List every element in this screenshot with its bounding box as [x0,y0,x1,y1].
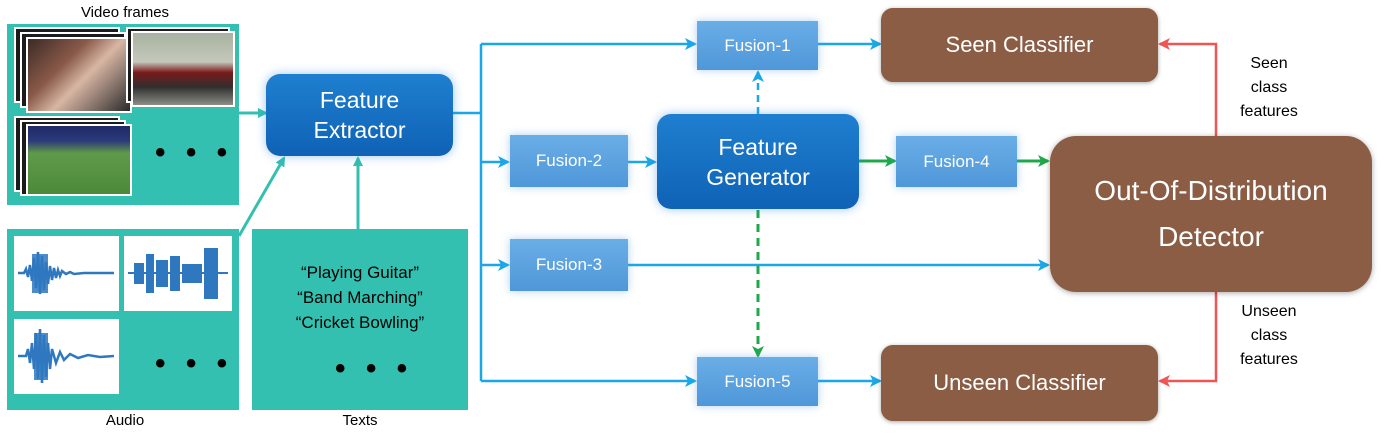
texts-label: Texts [342,412,378,429]
feature-generator-node: Feature Generator [657,114,859,209]
audio-waveform [124,236,232,311]
edge-label-line: Unseen [1241,303,1297,320]
texts-list: “Playing Guitar” “Band Marching” “Cricke… [252,260,468,335]
edge-label-line: features [1240,351,1298,368]
fusion-3-node: Fusion-3 [510,239,628,291]
audio-panel: • • • [7,229,239,410]
feature-generator-label: Feature Generator [706,133,810,190]
seen-class-features-label: Seen class features [1224,52,1314,124]
ood-detector-node: Out-Of-Distribution Detector [1050,136,1372,292]
texts-panel [252,229,468,410]
video-ellipsis: • • • [155,136,234,169]
video-frame-guitar [26,37,132,113]
edge-label-line: class [1250,79,1288,96]
texts-ellipsis: • • • [335,352,414,385]
fusion-1-node: Fusion-1 [697,21,818,70]
audio-label: Audio [105,412,145,429]
feature-extractor-node: Feature Extractor [266,74,453,156]
seen-classifier-node: Seen Classifier [881,8,1158,82]
edge-label-line: features [1240,103,1298,120]
fusion-2-node: Fusion-2 [510,135,628,187]
video-frames-label: Video frames [80,4,170,21]
ood-detector-label-line2: Detector [1158,221,1264,252]
text-sample: “Cricket Bowling” [295,313,425,332]
audio-ellipsis: • • • [155,347,234,380]
text-sample: “Playing Guitar” [300,263,420,282]
ood-to-unseen-arrow [1158,292,1218,387]
video-frames-panel: • • • [7,24,239,205]
unseen-class-features-label: Unseen class features [1224,300,1314,372]
text-sample: “Band Marching” [297,288,423,307]
edge-label-line: class [1250,327,1288,344]
fusion-5-node: Fusion-5 [697,357,818,406]
ood-to-seen-arrow [1158,38,1218,136]
video-frame-cricket [26,124,132,196]
edge-label-line: Seen [1250,55,1288,72]
fusion-4-node: Fusion-4 [896,136,1017,187]
audio-waveform [14,319,119,394]
unseen-classifier-node: Unseen Classifier [881,345,1158,421]
video-frame-marching [131,31,235,107]
audio-waveform [14,236,119,311]
feature-extractor-label: Feature Extractor [313,87,406,143]
audio-to-extractor-arrow [237,156,286,237]
ood-detector-label-line1: Out-Of-Distribution [1094,175,1328,206]
